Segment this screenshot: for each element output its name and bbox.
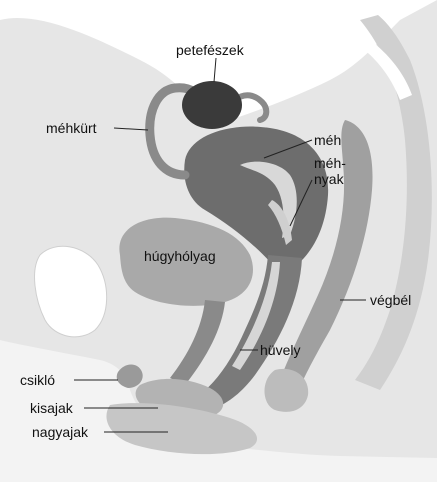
label-nagyajak: nagyajak bbox=[32, 424, 88, 440]
label-mehkurt: méhkürt bbox=[46, 120, 97, 136]
label-mehnyak-line2: nyak bbox=[314, 171, 344, 187]
label-mehnyak-line1: méh- bbox=[314, 155, 346, 171]
label-huvely: hüvely bbox=[260, 342, 300, 358]
label-csiklo: csikló bbox=[20, 372, 55, 388]
label-petefeszek: petefészek bbox=[176, 42, 244, 58]
label-meh: méh bbox=[314, 132, 341, 148]
ovary-shape bbox=[182, 81, 242, 129]
label-kisajak: kisajak bbox=[30, 400, 73, 416]
label-hugyholyag: húgyhólyag bbox=[144, 248, 216, 264]
label-vegbel: végbél bbox=[370, 292, 411, 308]
